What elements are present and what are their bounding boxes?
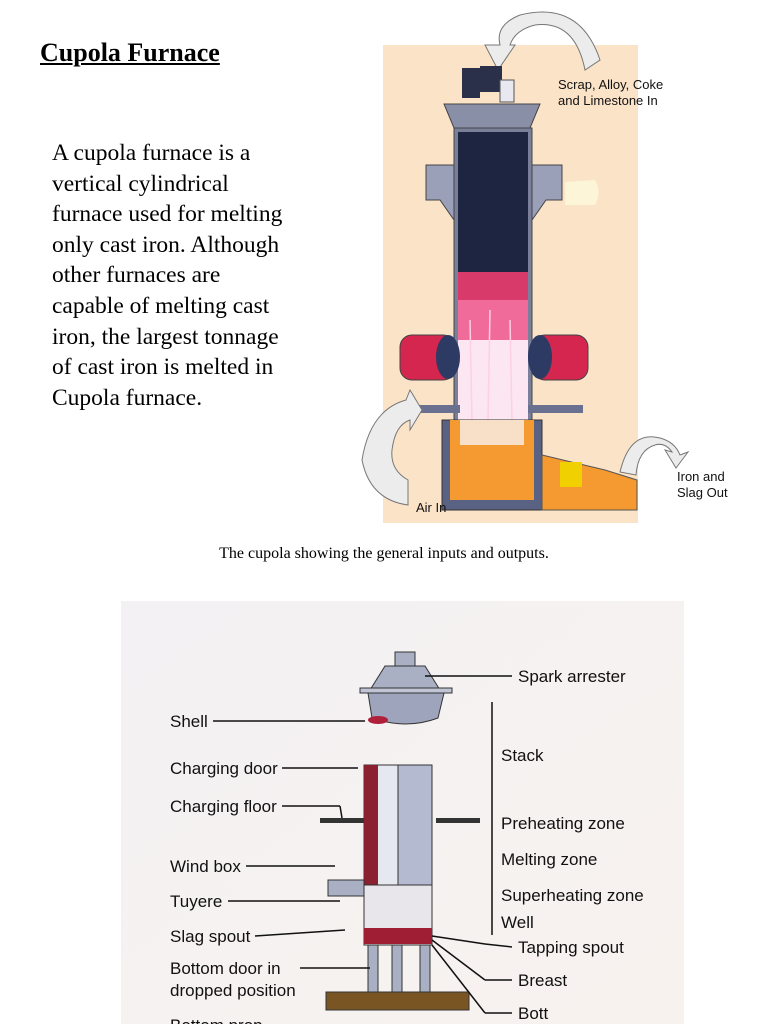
label-preheating-zone: Preheating zone <box>501 814 625 833</box>
spark-arrester <box>359 651 453 725</box>
input-label-line2: and Limestone In <box>558 93 658 108</box>
label-slag-spout: Slag spout <box>170 927 251 946</box>
label-superheating-zone: Superheating zone <box>501 886 644 905</box>
label-bottom-prop: Bottom prop <box>170 1016 263 1024</box>
label-bott: Bott <box>518 1004 549 1023</box>
input-label-line1: Scrap, Alloy, Coke <box>558 77 663 92</box>
output-label-line2: Slag Out <box>677 485 728 500</box>
output-label-line1: Iron and <box>677 469 725 484</box>
air-in-label: Air In <box>416 500 446 515</box>
ground-base <box>325 991 470 1011</box>
label-melting-zone: Melting zone <box>501 850 597 869</box>
charge-material <box>462 66 515 103</box>
cupola-inputs-outputs-figure: Scrap, Alloy, Coke and Limestone In Iron… <box>361 11 728 523</box>
figure1-caption: The cupola showing the general inputs an… <box>219 545 549 562</box>
label-bottom-door-line2: dropped position <box>170 981 296 1000</box>
label-bottom-door-line1: Bottom door in <box>170 959 281 978</box>
label-well: Well <box>501 913 534 932</box>
leader-lines <box>213 675 513 1014</box>
label-breast: Breast <box>518 971 567 990</box>
output-arrow-icon <box>619 436 690 476</box>
label-stack: Stack <box>501 746 544 765</box>
page-title: Cupola Furnace <box>40 38 220 67</box>
label-tapping-spout: Tapping spout <box>518 938 624 957</box>
right-labels: Spark arrester Stack Preheating zone Mel… <box>501 667 644 1023</box>
label-wind-box: Wind box <box>170 857 241 876</box>
label-spark-arrester: Spark arrester <box>518 667 626 686</box>
air-arrow-icon <box>361 388 423 506</box>
label-charging-floor: Charging floor <box>170 797 277 816</box>
label-shell: Shell <box>170 712 208 731</box>
label-tuyere: Tuyere <box>170 892 222 911</box>
intro-paragraph: A cupola furnace is a vertical cylindric… <box>52 140 283 411</box>
left-labels: Shell Charging door Charging floor Wind … <box>170 712 296 1024</box>
label-charging-door: Charging door <box>170 759 278 778</box>
coke-charge <box>458 132 528 272</box>
wind-box <box>327 879 365 897</box>
stack <box>363 764 433 946</box>
